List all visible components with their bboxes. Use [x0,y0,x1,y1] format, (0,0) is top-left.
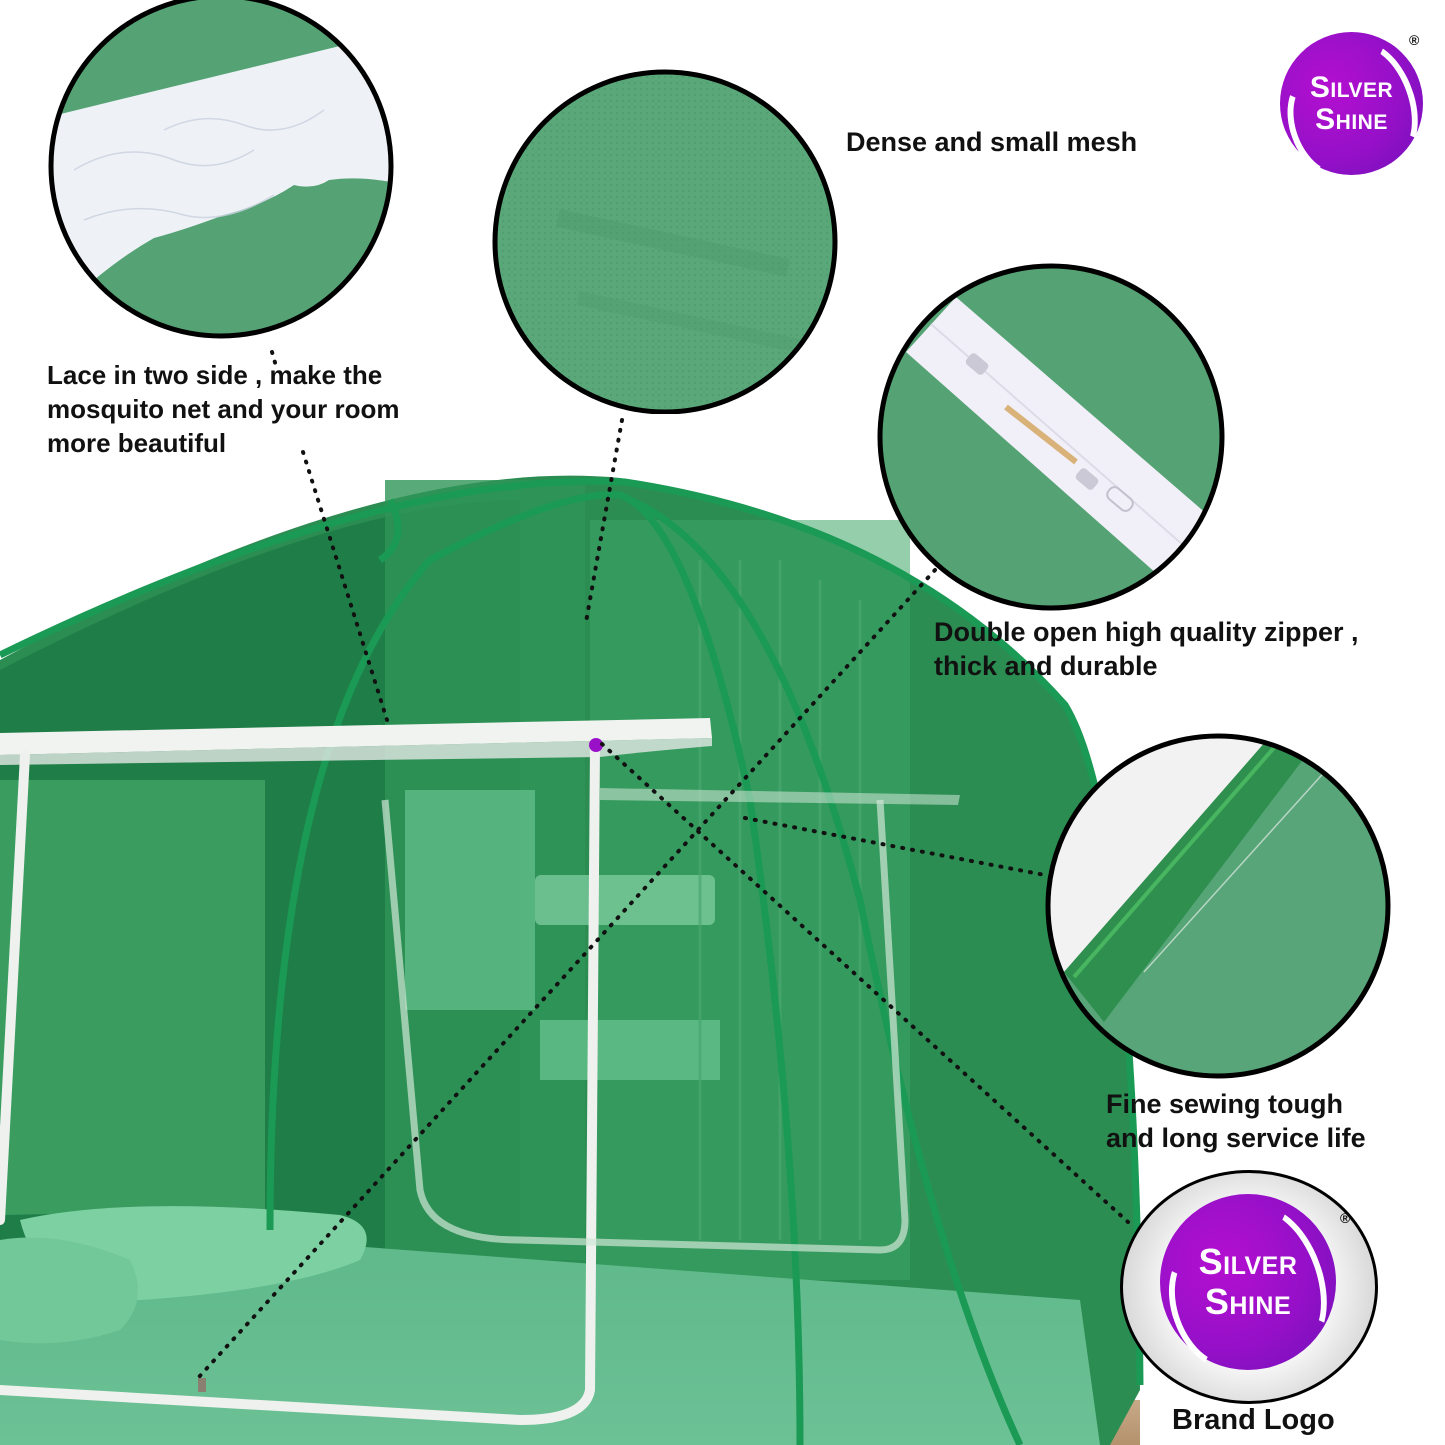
registered-mark: ® [1340,1210,1351,1226]
registered-mark: ® [1409,32,1420,48]
sewing-detail-circle [1045,733,1391,1079]
caption-lace: Lace in two side , make the mosquito net… [47,360,400,458]
caption-sewing: Fine sewing tough and long service life [1106,1089,1366,1153]
logo-word-shine: Shine [1204,1281,1292,1322]
logo-word-shine: Shine [1315,102,1388,136]
caption-zipper: Double open high quality zipper , thick … [934,617,1359,681]
brand-logo-bottom: Silver Shine [1152,1194,1345,1382]
logo-word-silver: Silver [1198,1241,1298,1282]
brand-logo-top: Silver Shine [1273,31,1433,189]
zipper-detail-circle [877,263,1225,611]
lace-detail-circle [48,0,394,339]
mesh-detail-circle [492,69,838,414]
caption-brand-logo: Brand Logo [1172,1404,1335,1436]
logo-word-silver: Silver [1309,70,1394,104]
caption-mesh: Dense and small mesh [846,127,1138,157]
